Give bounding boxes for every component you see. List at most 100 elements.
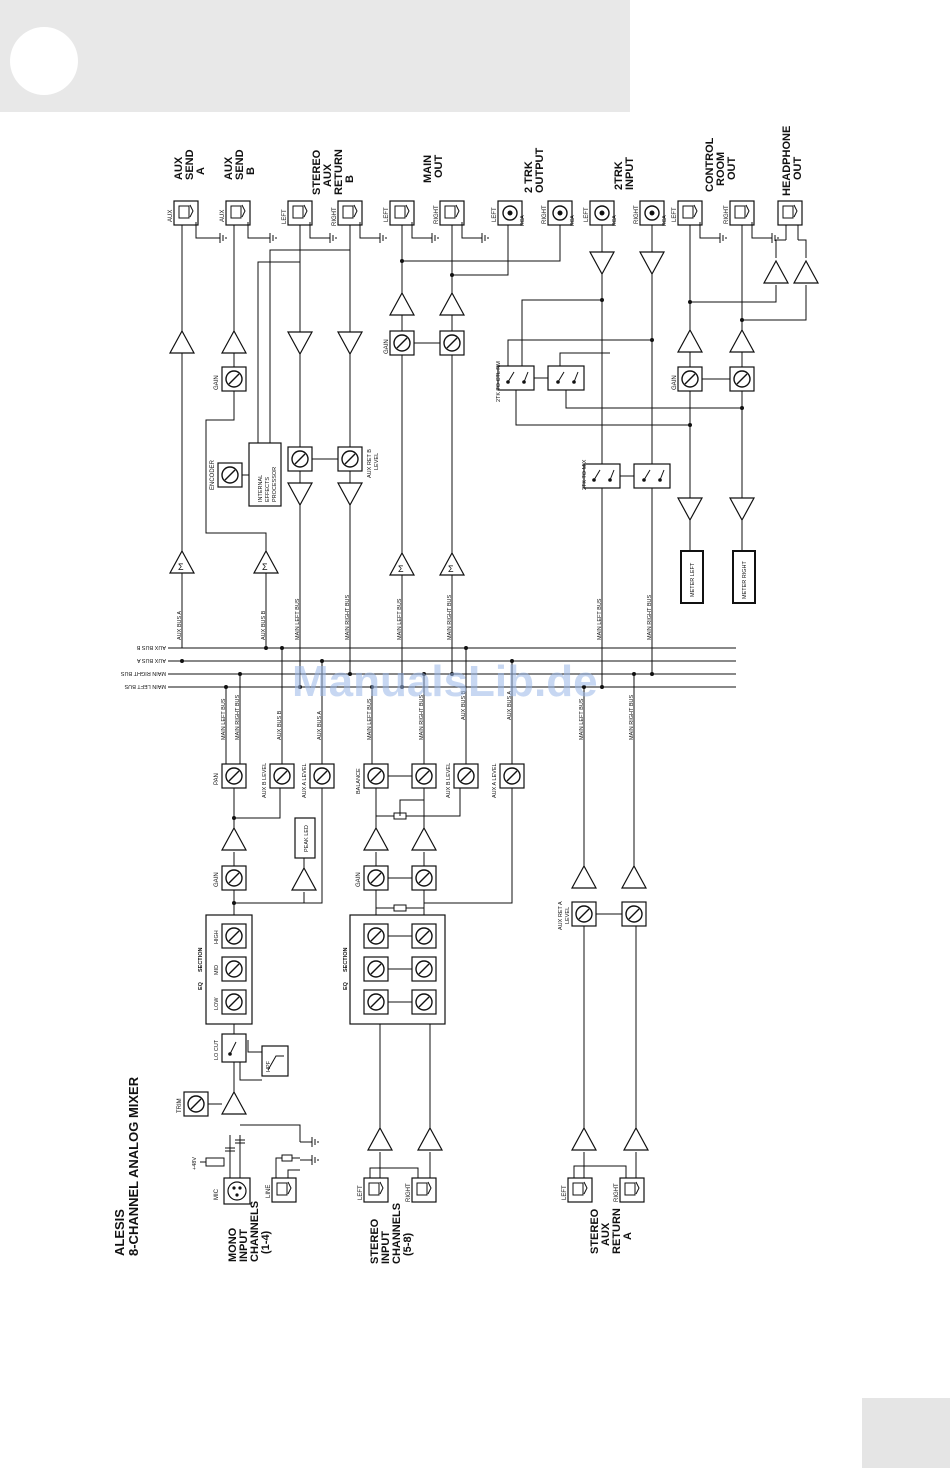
aux-return-a-right-amp (621, 865, 647, 889)
aux-return-a-label-2: AUX (600, 1222, 612, 1246)
output-labels: AUX SEND A AUX SEND B STEREO AUX RETURN … (173, 126, 804, 196)
stereo-gain-left-knob[interactable] (363, 865, 389, 891)
mono-eq-mid-knob[interactable] (221, 956, 247, 982)
lo-cut-switch[interactable] (221, 1033, 247, 1063)
aux-ret-b-level-right-knob[interactable] (337, 446, 363, 472)
pan-knob[interactable] (221, 763, 247, 789)
aux-return-a-label-3: RETURN (611, 1208, 623, 1254)
stereo-main-right-bus-label: MAIN RIGHT BUS (419, 695, 425, 740)
two-trk-input-path: LEFT RIGHT RCA RCA 2TK TO MIX MAIN LEFT … (582, 200, 671, 689)
stereo-input-label-1: STEREO (369, 1218, 381, 1264)
encoder-label: ENCODER (210, 459, 216, 490)
aux-return-a-left-jack (567, 1177, 593, 1203)
aux-send-b-gain-knob[interactable] (221, 366, 247, 392)
stereo-right-jack (411, 1177, 437, 1203)
two-trk-output-right-label: RIGHT (542, 205, 548, 224)
line-label: LINE (266, 1185, 272, 1198)
stereo-eq-high-right-knob[interactable] (411, 923, 437, 949)
stereo-channel-strip: LEFT RIGHT EQ SECTION GAIN (343, 646, 525, 1203)
stereo-eq-low-right-knob[interactable] (411, 989, 437, 1015)
mono-aux-a-bus-label: AUX BUS A (317, 711, 323, 740)
meter-left-label: METER LEFT (690, 562, 696, 597)
two-trk-input-label-1: 2TRK (613, 161, 625, 190)
aux-return-b-right-out-amp (337, 482, 363, 506)
control-room-left-amp (677, 329, 703, 353)
aux-return-a-right-label: RIGHT (614, 1183, 620, 1202)
twotk-to-mix-right-switch[interactable] (633, 463, 671, 489)
mono-eq-label: EQ (198, 981, 204, 990)
balance-left-knob[interactable] (363, 763, 389, 789)
input-labels: MONO INPUT CHANNELS (1-4) STEREO INPUT C… (227, 1201, 634, 1264)
encoder-knob[interactable] (217, 462, 243, 488)
stereo-left-amp (363, 827, 389, 851)
aux-ret-a-level-right-knob[interactable] (621, 901, 647, 927)
twotk-main-left-bus-label: MAIN LEFT BUS (597, 598, 603, 640)
mono-input-label-2: INPUT (238, 1229, 250, 1262)
twotk-to-ctl-rm-right-switch[interactable] (547, 365, 585, 391)
control-room-gain-label: GAIN (672, 375, 678, 390)
main-gain-left-knob[interactable] (389, 330, 415, 356)
aux-return-a-left-label: LEFT (562, 1185, 568, 1200)
mono-input-label-4: (1-4) (260, 1230, 272, 1254)
mono-aux-a-level-knob[interactable] (309, 763, 335, 789)
control-room-out-label-2: ROOM (715, 152, 727, 186)
twotk-to-mix-label: 2TK TO MIX (582, 459, 588, 490)
stereo-eq-high-left-knob[interactable] (363, 923, 389, 949)
stereo-gain-right-knob[interactable] (411, 865, 437, 891)
mono-gain-knob[interactable] (221, 865, 247, 891)
stereo-eq-mid-left-knob[interactable] (363, 956, 389, 982)
aux-return-a-label-4: A (622, 1232, 634, 1240)
mono-eq-low-label: LOW (214, 997, 220, 1010)
effects-processor: INTERNAL EFFECTS PROCESSOR ENCODER (210, 225, 351, 507)
main-left-sum-symbol: Σ (398, 564, 404, 574)
twotk-to-ctl-rm-left-switch[interactable] (497, 365, 535, 391)
aux-ret-a-level-label-2: LEVEL (565, 907, 571, 924)
balance-label: BALANCE (356, 768, 362, 794)
meter-right-label: METER RIGHT (742, 560, 748, 599)
main-out-left-jack (389, 200, 415, 226)
hpf-block (261, 1045, 289, 1077)
stereo-eq-low-left-knob[interactable] (363, 989, 389, 1015)
aux-send-a-label-1: AUX (173, 156, 185, 180)
mono-eq-high-label: HIGH (214, 930, 220, 944)
stereo-aux-b-level-knob[interactable] (453, 763, 479, 789)
stereo-right-preamp (417, 1127, 443, 1151)
mono-eq-high-knob[interactable] (221, 923, 247, 949)
aux-ret-b-level-left-knob[interactable] (287, 446, 313, 472)
page-number-tab (862, 1398, 950, 1468)
two-trk-output-label-2: OUTPUT (534, 148, 546, 194)
mono-aux-b-level-knob[interactable] (269, 763, 295, 789)
two-trk-output-path: LEFT RIGHT RCA RCA (492, 200, 576, 226)
control-room-gain-left-knob[interactable] (677, 366, 703, 392)
aux-send-a-amp (169, 330, 195, 354)
stereo-aux-b-level-label: AUX B LEVEL (446, 763, 452, 798)
two-trk-output-rca-l: RCA (520, 215, 526, 226)
stereo-input-label-3: CHANNELS (391, 1203, 403, 1264)
stereo-aux-a-level-knob[interactable] (499, 763, 525, 789)
balance-right-knob[interactable] (411, 763, 437, 789)
headphone-out-label-1: HEADPHONE (781, 126, 793, 196)
aux-ret-a-level-left-knob[interactable] (571, 901, 597, 927)
line-input-jack (271, 1177, 297, 1203)
control-room-gain-right-knob[interactable] (729, 366, 755, 392)
mono-pan-main-right-label: MAIN RIGHT BUS (235, 695, 241, 740)
control-room-right-jack (729, 200, 755, 226)
stereo-gain-label: GAIN (356, 872, 362, 887)
two-trk-output-left-label: LEFT (492, 207, 498, 222)
mono-eq-low-knob[interactable] (221, 989, 247, 1015)
control-room-left-jack (677, 200, 703, 226)
meter-right-amp (729, 497, 755, 521)
headphone-jack (777, 200, 803, 226)
main-gain-right-knob[interactable] (439, 330, 465, 356)
stereo-input-label-2: INPUT (380, 1231, 392, 1264)
twotk-to-mix-left-switch[interactable] (583, 463, 621, 489)
aux-send-b-label-3: B (245, 167, 257, 175)
stereo-eq-mid-right-knob[interactable] (411, 956, 437, 982)
main-right-bus-vert-label: MAIN RIGHT BUS (447, 595, 453, 640)
main-out-right-amp (439, 292, 465, 316)
aux-return-a-label-1: STEREO (589, 1208, 601, 1254)
trim-knob[interactable] (183, 1091, 209, 1117)
stereo-input-label-4: (5-8) (402, 1232, 414, 1256)
main-gain-label: GAIN (384, 339, 390, 354)
aux-send-a-label-2: SEND (184, 149, 196, 180)
